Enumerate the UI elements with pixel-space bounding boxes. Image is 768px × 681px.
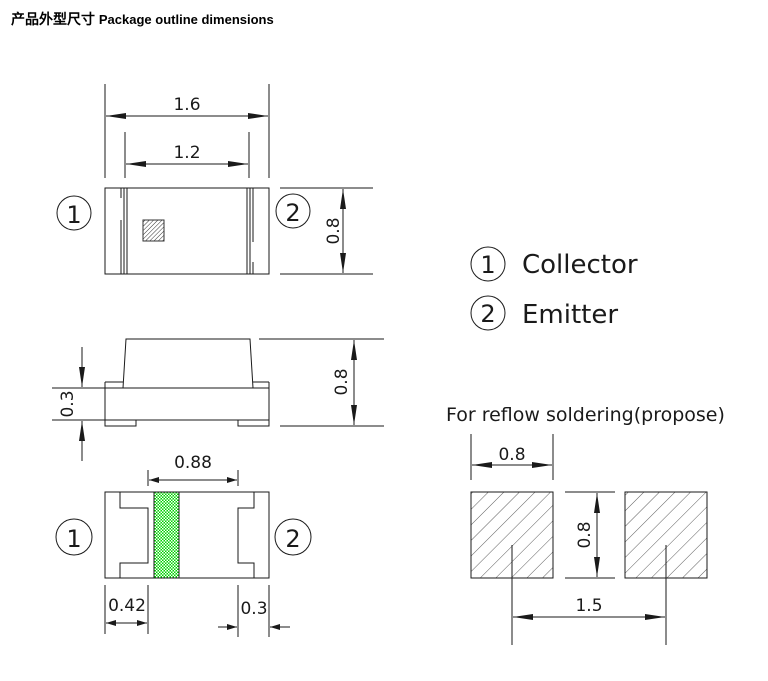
pin2-circle-bottom [274,518,312,556]
green-highlight-region [153,491,180,579]
pad-right-outline [237,492,255,578]
legend-label-emitter: Emitter [522,300,618,330]
legend-label-collector: Collector [522,250,638,280]
chip-mark-hatch [142,219,165,242]
legend-num-1: 1 [480,251,495,279]
footprint [470,434,708,645]
pin1-circle-bottom [55,518,93,556]
pin1-label-bottom: 1 [66,525,81,553]
pad-left-outline [119,492,149,578]
pin2-label: 2 [285,199,300,227]
pin1-label: 1 [66,201,81,229]
dim-label-pad-height: 0.8 [575,521,595,548]
pin2-circle [275,193,311,229]
title-en: Package outline dimensions [98,12,274,27]
dim-label-0-8-top: 0.8 [324,217,344,244]
dim-label-0-8-side: 0.8 [332,368,352,395]
side-base [104,387,270,421]
dim-label-0-3-side: 0.3 [58,390,78,417]
dim-label-1-2: 1.2 [173,143,200,163]
legend [470,246,506,331]
title-zh: 产品外型尺寸 [11,11,95,27]
dim-label-0-42: 0.42 [108,596,146,616]
side-view [52,338,384,461]
dim-label-1-6: 1.6 [173,95,200,115]
page-title: 产品外型尺寸 Package outline dimensions [11,9,274,29]
legend-circle-1 [470,246,506,282]
dim-label-0-88: 0.88 [174,453,212,473]
dim-label-pitch: 1.5 [575,596,602,616]
legend-circle-2 [470,295,506,331]
footprint-title: For reflow soldering(propose) [446,404,725,426]
bottom-view [55,470,312,637]
dim-label-0-3-bottom: 0.3 [240,599,267,619]
top-body-outline [104,187,270,275]
side-pad-left [104,419,137,427]
top-view [56,84,373,275]
pin2-label-bottom: 2 [285,525,300,553]
bottom-body-outline [104,491,270,579]
dim-label-pad-width: 0.8 [498,445,525,465]
legend-num-2: 2 [480,300,495,328]
pin1-circle [56,195,92,231]
side-dome [122,338,254,389]
side-pad-right [237,419,270,427]
